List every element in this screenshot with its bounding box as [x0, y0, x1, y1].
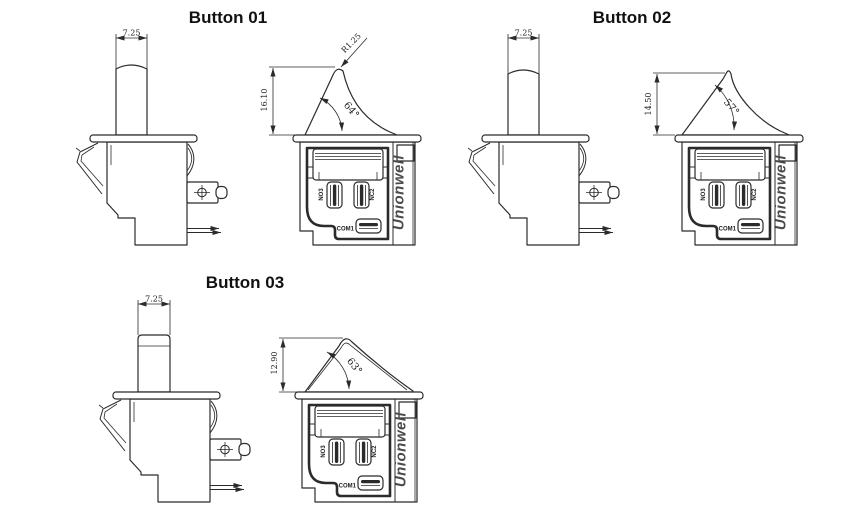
terminal-label-no: NO3	[319, 188, 325, 201]
button02-side-body	[468, 135, 619, 245]
terminal-label-nc: NC2	[752, 188, 758, 201]
button01-panel: Button 01 7.25 16.10 R1.25	[76, 8, 423, 247]
button03-side-body	[99, 392, 250, 502]
button03-lever-height-dim: 12.90	[270, 337, 343, 393]
tip-radius-value: R1.25	[340, 32, 363, 55]
button01-plunger	[115, 64, 148, 136]
brand-text: Unionwell	[773, 155, 790, 231]
button03-plunger	[137, 334, 171, 393]
brand-text: Unionwell	[393, 412, 410, 488]
button02-title: Button 02	[593, 8, 671, 27]
button01-plunger-width-dim: 7.25	[115, 29, 148, 69]
extension-lines	[279, 337, 343, 393]
plunger-width-value: 7.25	[515, 29, 533, 38]
extension-lines	[269, 66, 335, 136]
lever-height-value: 14.50	[644, 93, 653, 116]
button03-lever-inner-line	[307, 342, 408, 391]
angle-arc	[714, 84, 738, 131]
button03-side-view: 7.25	[99, 295, 250, 503]
button02-front-view: 14.50 57° NO3 NC2 COM1 Unionwell	[644, 70, 805, 247]
button02-panel: Button 02 7.25 14.50 57° NO3 NC2	[468, 8, 805, 247]
extension-lines	[137, 300, 171, 335]
terminal-label-com: COM1	[719, 227, 737, 233]
button03-panel: Button 03 7.25 12.90 63°	[99, 273, 425, 504]
button02-side-view: 7.25	[468, 29, 619, 246]
button02-plunger	[507, 69, 540, 136]
plunger-width-value: 7.25	[123, 29, 141, 38]
extension-lines	[507, 34, 540, 74]
terminal-label-com: COM1	[339, 484, 357, 490]
button02-lever-height-dim: 14.50	[644, 72, 725, 136]
angle-arc	[319, 97, 345, 132]
leader-line	[340, 37, 368, 68]
button01-lever-height-dim: 16.10	[260, 66, 335, 136]
button03-plunger-width-dim: 7.25	[137, 295, 171, 335]
button01-tip-radius-callout: R1.25	[340, 32, 368, 68]
angle-arc	[326, 351, 352, 390]
brand-text: Unionwell	[391, 155, 408, 231]
terminal-label-nc: NC2	[372, 445, 378, 458]
extension-lines	[115, 34, 148, 69]
terminal-label-no: NO3	[321, 445, 327, 458]
extension-lines	[653, 72, 725, 136]
lever-height-value: 16.10	[260, 89, 269, 112]
button01-side-body	[76, 135, 227, 245]
button03-front-view: 12.90 63° NO3 NC2 COM1 Unionwell	[270, 337, 425, 504]
plunger-width-value: 7.25	[145, 295, 163, 304]
terminal-label-nc: NC2	[370, 188, 376, 201]
terminal-label-com: COM1	[337, 227, 355, 233]
terminal-label-no: NO3	[701, 188, 707, 201]
button01-side-view: 7.25	[76, 29, 227, 246]
button02-plunger-width-dim: 7.25	[507, 29, 540, 74]
lever-height-value: 12.90	[270, 352, 279, 375]
button01-title: Button 01	[189, 8, 267, 27]
button01-front-view: 16.10 R1.25 64° NO3 NC2 COM1 Unionwell	[260, 32, 423, 247]
button03-title: Button 03	[206, 273, 284, 292]
